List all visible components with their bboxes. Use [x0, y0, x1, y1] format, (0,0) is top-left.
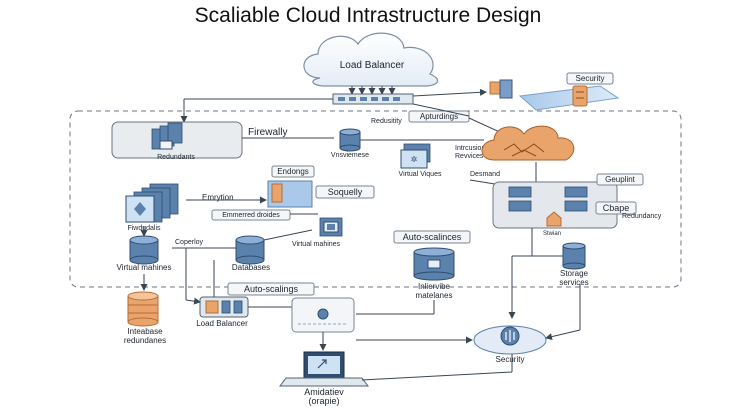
sequelly-label: Soquelly: [328, 187, 363, 197]
storage-line-2: services: [559, 278, 588, 287]
database-icon: [339, 128, 361, 152]
security-bottom-label: Security: [496, 355, 525, 364]
virtual-machine-right-icon: [319, 217, 343, 237]
server-stack-icon: [151, 122, 183, 150]
central-switch-icon: [332, 93, 414, 105]
security-bottom-icon: [473, 325, 547, 355]
inliervibe-line-2: matelanes: [416, 291, 453, 300]
inteabase-line-1: Inteabase: [127, 327, 163, 336]
load-balancer-bottom-label: Load Balancer: [196, 319, 248, 328]
emrytion-label: Emrytion: [202, 193, 234, 202]
laptop-icon: [279, 351, 369, 387]
endongs-label: Endongs: [277, 167, 309, 176]
coperloy-to-lb-line: [185, 297, 201, 305]
monitor-device-icon: [291, 297, 355, 333]
load-balancer-bottom-icon: [199, 296, 249, 318]
stwian-label: Stwian: [543, 231, 561, 237]
infrastructure-region: [69, 110, 682, 288]
virtual-viques-icon: ✲: [400, 143, 431, 169]
amidatiev-label: Amidatiev(orapie): [304, 387, 344, 406]
databases-icon: [235, 235, 265, 265]
apturdings-label: Apturdings: [420, 112, 458, 121]
endongs-callout: [271, 165, 315, 178]
emmerred-callout: [211, 209, 291, 221]
geuplint-callout: [596, 173, 644, 186]
storage-line-1: Storage: [560, 269, 589, 278]
cluster-servers-icon: [508, 186, 588, 227]
apturdings-callout: [408, 110, 470, 123]
security-top-callout: [566, 72, 614, 85]
security-to-laptop-line: [361, 371, 513, 381]
load-balancer-top-label: Load Balancer: [340, 60, 405, 71]
orange-cloud-icon: [481, 125, 575, 161]
sequelly-callout: [315, 185, 375, 199]
virtual-viques-label: Virtual Viques: [399, 171, 442, 178]
inliervibe-line-1: Inliervibe: [418, 282, 451, 291]
security-top-label: Security: [576, 74, 605, 83]
auto-scalings-callout: [227, 282, 315, 296]
emmerred-label: Emmerred droides: [222, 212, 280, 219]
cloud-icon: [303, 32, 439, 87]
intrusion-line-2: Revvices: [455, 153, 484, 160]
auto-scalinces-label: Auto-scalinces: [403, 232, 462, 242]
security-top-icon: [489, 79, 620, 111]
amidatiev-line-1: Amidatiev: [304, 387, 344, 397]
coperloy-label: Coperloy: [175, 239, 204, 246]
databases-label: Databases: [232, 263, 270, 272]
geuplint-label: Geuplint: [605, 175, 636, 184]
inliervibe-icon: [413, 247, 455, 281]
redundancy-label: Redundancy: [622, 213, 662, 220]
auto-scalings-label: Auto-scalings: [244, 284, 299, 294]
desmand-label: Desmand: [470, 171, 500, 178]
cbape-callout: [595, 201, 637, 215]
cbape-label: Cbape: [603, 203, 630, 213]
virtual-mahines-left-label: Virtual mahines: [117, 263, 172, 272]
cloud-to-switch-arrows: [348, 86, 396, 95]
storage-to-security-bottom-line: [545, 329, 581, 341]
inteabase-icon: [127, 291, 159, 327]
endongs-panel-icon: [267, 180, 313, 208]
switch-to-security-line: [412, 88, 487, 97]
virtual-mahines-right-label: Virtual mahines: [292, 241, 341, 248]
amidatiev-line-2: (orapie): [308, 396, 339, 406]
storage-icon: [562, 242, 586, 270]
redundants-label: Redundants: [157, 154, 195, 161]
firewally-label: Firewally: [248, 127, 287, 138]
svg-text:✲: ✲: [411, 155, 418, 164]
fiwdudalis-stack-icon: [125, 183, 179, 223]
vnsviemese-label: Vnsviemese: [331, 152, 369, 159]
switch-to-apturdings-line: [412, 103, 470, 117]
inteabase-line-2: redundanes: [124, 336, 166, 345]
page-title: Scaliable Cloud Intrastructure Design: [195, 4, 542, 27]
intrusion-line-1: Intrcusion: [455, 145, 485, 152]
redusitity-label: Redusitity: [371, 118, 402, 125]
virtual-machine-left-icon: [129, 235, 159, 265]
auto-scalinces-callout: [393, 230, 471, 244]
databases-to-vm-line: [263, 229, 313, 241]
